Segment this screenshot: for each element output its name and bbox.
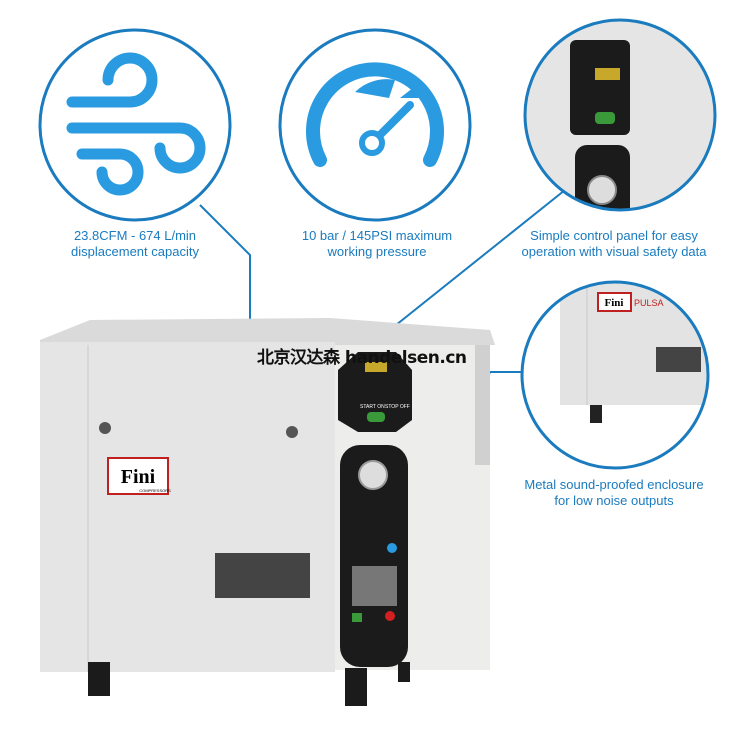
- caption-line: for low noise outputs: [554, 493, 674, 508]
- enclosure-photo: Fini PULSA: [520, 280, 710, 470]
- fini-logo: [107, 457, 169, 495]
- caption-line: 23.8CFM - 674 L/min: [73, 228, 197, 243]
- control-panel-photo: [523, 18, 717, 212]
- feature-caption-enclosure: Metal sound-proofed enclosure for low no…: [499, 477, 729, 509]
- control-panel: [338, 352, 412, 432]
- caption-line: Metal sound-proofed enclosure: [524, 477, 704, 492]
- caption-line: 10 bar / 145PSI maximum: [301, 228, 453, 243]
- feature-caption-control-panel: Simple control panel for easy operation …: [499, 228, 729, 260]
- feature-caption-pressure: 10 bar / 145PSI maximum working pressure: [262, 228, 492, 260]
- caption-line: Simple control panel for easy: [530, 228, 698, 243]
- feature-caption-airflow: 23.8CFM - 674 L/min displacement capacit…: [20, 228, 250, 260]
- svg-text:STOP OFF: STOP OFF: [385, 404, 410, 410]
- compressor-unit: Fini COMPRESSORS START ON STOP OFF: [40, 318, 495, 706]
- caption-line: working pressure: [327, 244, 427, 259]
- caption-line: operation with visual safety data: [521, 244, 707, 259]
- gauge-icon: [278, 28, 472, 222]
- svg-text:COMPRESSORS: COMPRESSORS: [139, 488, 171, 493]
- svg-text:Fini: Fini: [121, 466, 156, 488]
- svg-text:PULSA: PULSA: [634, 298, 664, 308]
- watermark: 北京汉达森 handelsen.cn: [257, 348, 467, 368]
- wind-icon: [38, 28, 232, 222]
- svg-text:Fini: Fini: [605, 297, 624, 309]
- vent-grille: [215, 553, 310, 598]
- svg-text:START ON: START ON: [360, 404, 385, 410]
- caption-line: displacement capacity: [71, 244, 199, 259]
